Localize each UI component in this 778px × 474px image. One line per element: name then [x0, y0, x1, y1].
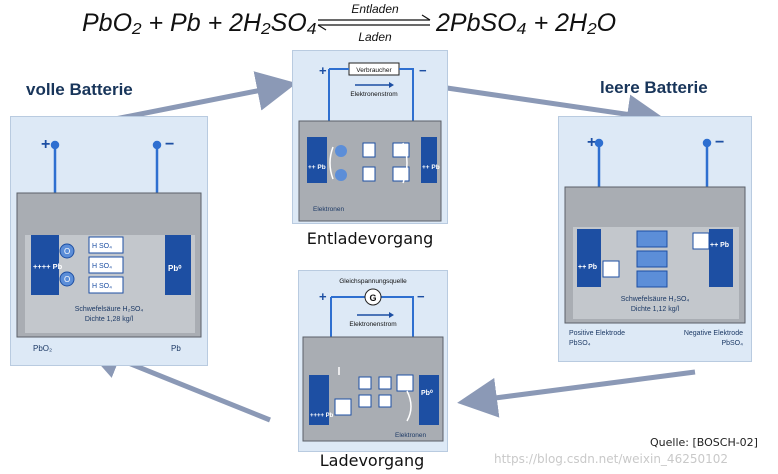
- charge-electron-flow-label: Elektronenstrom: [349, 321, 396, 328]
- reaction-equation: PbO₂ + Pb + 2H₂SO₄ Entladen Laden 2PbSO₄…: [0, 0, 778, 46]
- discharge-negative-plate: [421, 137, 437, 183]
- svg-text:H SO₄: H SO₄: [92, 243, 112, 250]
- svg-text:O: O: [64, 247, 70, 256]
- full-electrolyte-name: Schwefelsäure H₂SO₄: [75, 306, 144, 313]
- empty-positive-plate: [577, 229, 601, 287]
- empty-battery-label: leere Batterie: [600, 78, 708, 97]
- empty-pb-left: ++ Pb: [578, 264, 597, 271]
- charge-pb-left: ++++ Pb: [310, 413, 334, 419]
- charge-positive-plate: [309, 375, 329, 425]
- charge-ion-grid: [334, 367, 414, 422]
- equation-arrow-top: Entladen: [351, 2, 399, 16]
- full-sulfuric-acid-molecules: H SO₄ H SO₄ H SO₄: [88, 236, 124, 294]
- empty-minus-sign: −: [715, 134, 724, 151]
- equilibrium-arrow-icon: [317, 14, 431, 31]
- dc-source-label: Gleichspannungsquelle: [339, 278, 407, 285]
- consumer-label: Verbraucher: [356, 67, 392, 74]
- discharge-pb-left: ++ Pb: [308, 164, 326, 171]
- arrow-empty-to-charge: [457, 369, 696, 418]
- svg-text:H SO₄: H SO₄: [92, 283, 112, 290]
- charge-panel: Gleichspannungsquelle + − G Elektronenst…: [298, 270, 448, 452]
- empty-negative-plate: [709, 229, 733, 287]
- discharge-pb-right: ++ Pb: [422, 164, 440, 171]
- equation-rhs: 2PbSO₄ + 2H₂O: [435, 9, 616, 37]
- discharge-panel: + − Verbraucher Elektronenstrom ++ Pb ++…: [292, 50, 448, 224]
- negative-electrode-label: Negative Elektrode: [684, 330, 743, 337]
- full-pb-negative-label: Pb⁰: [168, 264, 182, 273]
- watermark: https://blog.csdn.net/weixin_46250102: [494, 452, 729, 466]
- empty-plus-sign: +: [587, 134, 596, 151]
- full-right-electrode-label: Pb: [171, 344, 181, 353]
- discharge-plus-sign: +: [319, 63, 327, 78]
- positive-electrode-material: PbSO₄: [569, 340, 591, 347]
- full-battery-panel: + − ++++ Pb O O H SO₄ H SO₄ H SO₄ Pb⁰ Sc…: [10, 116, 208, 366]
- full-plus-sign: +: [41, 136, 50, 153]
- arrow-discharge-to-empty: [446, 85, 667, 135]
- charge-pb-right: Pb⁰: [421, 389, 433, 397]
- discharge-minus-sign: −: [419, 63, 427, 78]
- generator-icon: [364, 288, 382, 306]
- discharge-caption: Entladevorgang: [306, 229, 434, 248]
- full-battery-label: volle Batterie: [26, 80, 133, 99]
- svg-text:H SO₄: H SO₄: [92, 263, 112, 270]
- full-positive-plate: [31, 235, 59, 295]
- discharge-electron-flow-label: Elektronenstrom: [350, 91, 397, 98]
- charge-negative-plate: [419, 375, 439, 425]
- empty-electrolyte-name: Schwefelsäure H₂SO₄: [621, 296, 690, 303]
- negative-electrode-material: PbSO₄: [721, 340, 743, 347]
- empty-pb-right: ++ Pb: [710, 242, 729, 249]
- discharge-ion-grid: [329, 142, 410, 184]
- charge-minus-sign: −: [417, 289, 425, 304]
- generator-symbol: G: [369, 293, 376, 303]
- electron-flow-arrow-icon: [355, 82, 394, 88]
- full-negative-plate: [165, 235, 191, 295]
- svg-text:O: O: [64, 275, 70, 284]
- charge-plus-sign: +: [319, 289, 327, 304]
- equation-arrow-bottom: Laden: [358, 30, 392, 44]
- positive-electrode-label: Positive Elektrode: [569, 330, 625, 337]
- full-left-electrode-label: PbO₂: [33, 344, 52, 353]
- empty-electrolyte-density: Dichte 1,12 kg/l: [631, 306, 680, 313]
- full-electrolyte-density: Dichte 1,28 kg/l: [85, 316, 134, 323]
- discharge-positive-plate: [307, 137, 327, 183]
- full-oxygen-ions: O O: [59, 243, 75, 287]
- discharge-electrons-label: Elektronen: [313, 206, 344, 213]
- empty-battery-panel: + − ++ Pb ++ Pb Schwefelsäure H₂SO₄ Dich…: [558, 116, 752, 362]
- charge-electrons-label: Elektronen: [395, 432, 426, 439]
- equation-lhs: PbO₂ + Pb + 2H₂SO₄: [82, 9, 317, 37]
- charge-electron-flow-arrow-icon: [357, 312, 394, 318]
- source-citation: Quelle: [BOSCH-02]: [650, 436, 758, 449]
- empty-water-molecules: [602, 230, 710, 288]
- full-pb-positive-label: ++++ Pb: [33, 262, 63, 271]
- full-minus-sign: −: [165, 136, 174, 153]
- charge-caption: Ladevorgang: [319, 451, 425, 470]
